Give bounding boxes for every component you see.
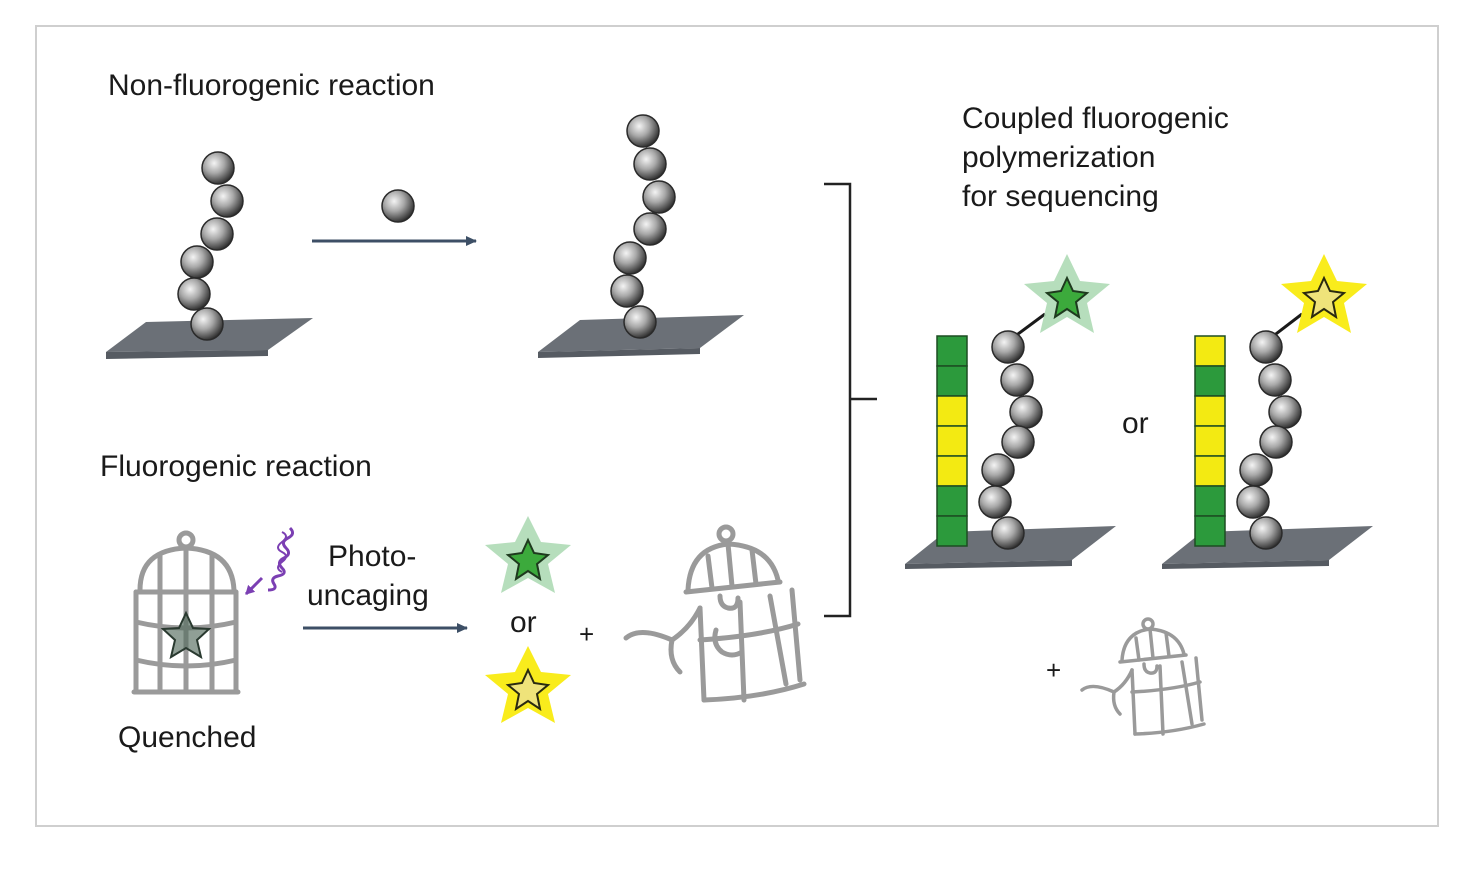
bead-chain-coupled-right: [1236, 330, 1302, 550]
or-products-label: or: [510, 606, 537, 639]
strand-segment-yellow: [1194, 335, 1226, 367]
strand-segment-yellow: [1194, 425, 1226, 457]
strand-segment-yellow: [1194, 395, 1226, 427]
coupled-title-line3: for sequencing: [962, 180, 1159, 213]
strand-segment-green: [936, 335, 968, 367]
product-star-green: [485, 516, 571, 593]
plus-products-label: +: [579, 619, 595, 649]
strand-segment-green: [936, 515, 968, 547]
cage-icon: [131, 530, 241, 695]
bead-chain-initial: [177, 151, 244, 341]
strand-segment-green: [936, 485, 968, 517]
strand-segment-yellow: [936, 425, 968, 457]
strand-segment-green: [1194, 485, 1226, 517]
template-strand-left: [936, 335, 968, 547]
open-cage-small-icon: [1080, 617, 1206, 736]
template-strand-right: [1194, 335, 1226, 547]
open-cage-icon: [623, 524, 807, 703]
fluorogenic-title: Fluorogenic reaction: [100, 450, 372, 483]
strand-segment-green: [1194, 365, 1226, 397]
strand-segment-yellow: [936, 395, 968, 427]
strand-segment-green: [1194, 515, 1226, 547]
strand-segment-green: [936, 365, 968, 397]
bracket: [824, 182, 877, 618]
bead-chain-coupled-left: [978, 330, 1043, 550]
or-coupled-label: or: [1122, 407, 1149, 440]
coupled-star-yellow: [1281, 254, 1367, 333]
non-fluorogenic-title: Non-fluorogenic reaction: [108, 69, 435, 102]
quenched-star: [160, 610, 212, 660]
coupled-title-line2: polymerization: [962, 141, 1156, 174]
single-bead: [381, 189, 415, 223]
plus-coupled-label: +: [1046, 655, 1062, 685]
quenched-label: Quenched: [118, 721, 257, 754]
strand-segment-yellow: [936, 455, 968, 487]
coupled-star-green: [1024, 254, 1110, 333]
strand-segment-yellow: [1194, 455, 1226, 487]
light-wave-icon: [244, 526, 295, 596]
bead-chain-extended: [610, 114, 676, 339]
product-star-yellow: [485, 646, 571, 723]
photo-uncaging-label-line2: uncaging: [307, 579, 429, 612]
photo-uncaging-label-line1: Photo-: [328, 540, 417, 573]
coupled-title-line1: Coupled fluorogenic: [962, 102, 1229, 135]
